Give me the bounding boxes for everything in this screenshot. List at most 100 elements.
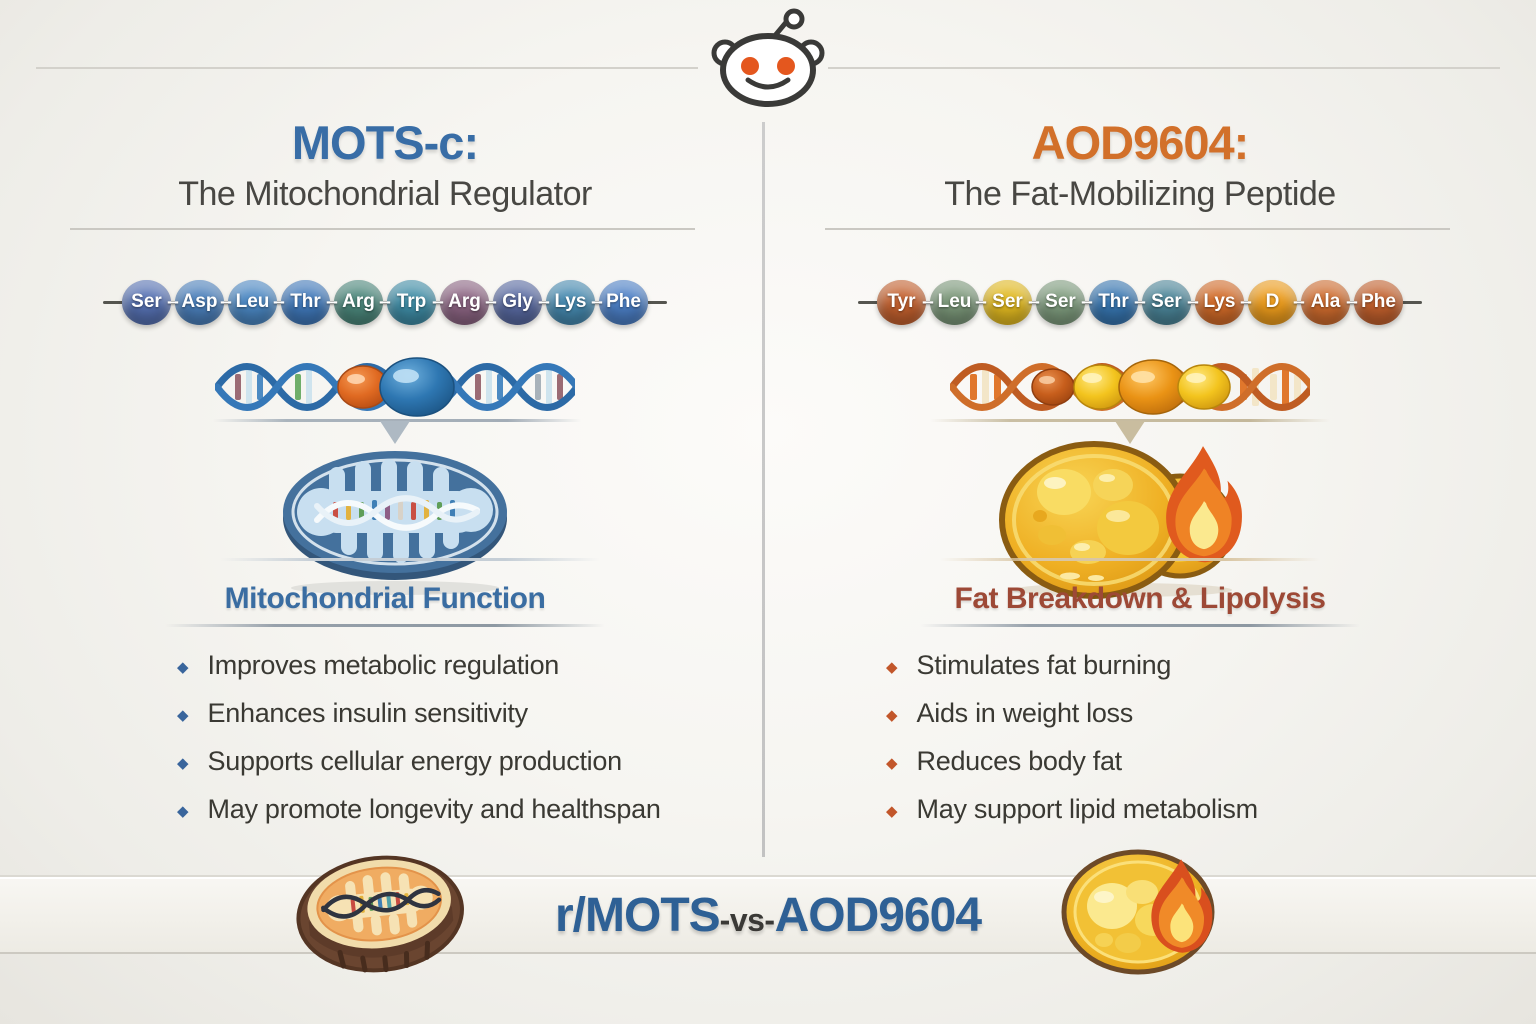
right-subtitle: The Fat-Mobilizing Peptide — [944, 175, 1336, 213]
footer-banner — [0, 875, 1536, 954]
diamond-bullet-icon: ◆ — [177, 803, 189, 820]
left-title: MOTS-c: — [291, 116, 479, 169]
right-pointer-arrow — [1115, 421, 1145, 444]
peptide-bond-dash: – — [220, 290, 232, 313]
aod9604-column: AOD9604: The Fat-Mobilizing Peptide Tyr … — [800, 110, 1480, 870]
list-item: ◆ Aids in weight loss — [886, 698, 1258, 729]
left-caption-underline — [165, 624, 605, 627]
header-divider-left — [36, 67, 698, 69]
left-caption: Mitochondrial Function — [224, 582, 546, 615]
diamond-bullet-icon: ◆ — [177, 707, 189, 724]
diamond-bullet-icon: ◆ — [177, 755, 189, 772]
amino-acid-bead: Thr — [1089, 279, 1138, 325]
diamond-bullet-icon: ◆ — [886, 803, 898, 820]
bullet-text: Improves metabolic regulation — [207, 650, 560, 680]
center-divider — [762, 122, 765, 857]
diamond-bullet-icon: ◆ — [886, 659, 898, 676]
amino-acid-bead: Leu — [228, 279, 277, 325]
amino-acid-bead: Thr — [281, 279, 330, 325]
bullet-text: May support lipid metabolism — [916, 794, 1259, 824]
diamond-bullet-icon: ◆ — [886, 707, 898, 724]
peptide-bond-dash: – — [485, 290, 497, 313]
mots-c-benefits-list: ◆ Improves metabolic regulation ◆ Enhanc… — [177, 650, 661, 842]
peptide-bond-dash: – — [1240, 290, 1252, 313]
amino-acid-bead: Gly — [493, 279, 542, 325]
amino-acid-bead: Ala — [1301, 279, 1350, 325]
blue-dna-helix-icon — [215, 357, 575, 417]
amino-acid-bead: Leu — [930, 279, 979, 325]
diamond-bullet-icon: ◆ — [177, 659, 189, 676]
left-subtitle: The Mitochondrial Regulator — [178, 175, 592, 213]
orange-dna-helix-icon — [950, 359, 1310, 415]
aod9604-peptide-chain: Tyr – Leu – Ser – Ser – Thr – Ser – Lys … — [800, 274, 1480, 330]
amino-acid-bead: D — [1248, 279, 1297, 325]
header-divider-right — [828, 67, 1500, 69]
amino-acid-bead: Phe — [1354, 279, 1403, 325]
bullet-text: Stimulates fat burning — [916, 650, 1172, 680]
amino-acid-bead: Phe — [599, 279, 648, 325]
right-caption-underline — [920, 624, 1360, 627]
list-item: ◆ Reduces body fat — [886, 746, 1258, 777]
peptide-bond-dash: – — [167, 290, 179, 313]
peptide-bond-dash: – — [432, 290, 444, 313]
peptide-bond-dash: – — [538, 290, 550, 313]
peptide-bond-dash: – — [1134, 290, 1146, 313]
mots-c-peptide-chain: Ser – Asp – Leu – Thr – Arg – Trp – Arg … — [45, 274, 725, 330]
list-item: ◆ Supports cellular energy production — [177, 746, 661, 777]
bullet-text: Aids in weight loss — [916, 698, 1134, 728]
right-caption: Fat Breakdown & Lipolysis — [954, 582, 1326, 615]
amino-acid-bead: Arg — [334, 279, 383, 325]
peptide-bond-dash: – — [591, 290, 603, 313]
list-item: ◆ May promote longevity and healthspan — [177, 794, 661, 825]
peptide-bond-dash: – — [1293, 290, 1305, 313]
mots-c-column: MOTS-c: The Mitochondrial Regulator Ser … — [45, 110, 725, 870]
subreddit-suffix: AOD9604 — [774, 889, 982, 942]
amino-acid-bead: Ser — [1036, 279, 1085, 325]
list-item: ◆ Improves metabolic regulation — [177, 650, 661, 681]
peptide-bond-dash: – — [1081, 290, 1093, 313]
fat-cell-flame-illustration — [999, 441, 1242, 599]
amino-acid-bead: Ser — [983, 279, 1032, 325]
bullet-text: Supports cellular energy production — [207, 746, 623, 776]
chain-wire — [103, 301, 667, 304]
peptide-bond-dash: – — [1187, 290, 1199, 313]
mitochondrion-illustration — [283, 451, 507, 595]
peptide-bond-dash: – — [1028, 290, 1040, 313]
right-pointer-line — [930, 419, 1330, 422]
subreddit-title: r/MOTS-vs-AOD9604 — [0, 888, 1536, 943]
peptide-bond-dash: – — [975, 290, 987, 313]
amino-acid-bead: Lys — [1195, 279, 1244, 325]
list-item: ◆ Stimulates fat burning — [886, 650, 1258, 681]
amino-acid-bead: Lys — [546, 279, 595, 325]
amino-acid-bead: Trp — [387, 279, 436, 325]
list-item: ◆ Enhances insulin sensitivity — [177, 698, 661, 729]
subreddit-vs: -vs- — [719, 902, 775, 938]
reddit-snoo-icon — [711, 8, 825, 107]
amino-acid-bead: Asp — [175, 279, 224, 325]
peptide-bond-dash: – — [273, 290, 285, 313]
left-ground-line — [220, 558, 600, 561]
amino-acid-bead: Ser — [1142, 279, 1191, 325]
bullet-text: Enhances insulin sensitivity — [207, 698, 529, 728]
bullet-text: Reduces body fat — [916, 746, 1123, 776]
amino-acid-bead: Tyr — [877, 279, 926, 325]
mitochondrion-badge-icon — [296, 855, 464, 973]
chain-wire — [858, 301, 1422, 304]
bullet-text: May promote longevity and healthspan — [207, 794, 661, 824]
left-title-underline — [70, 228, 695, 230]
aod9604-benefits-list: ◆ Stimulates fat burning ◆ Aids in weigh… — [886, 650, 1258, 842]
right-title: AOD9604: — [1031, 116, 1250, 169]
peptide-bond-dash: – — [922, 290, 934, 313]
peptide-bond-dash: – — [379, 290, 391, 313]
left-pointer-line — [213, 419, 581, 422]
subreddit-prefix: r/MOTS — [554, 889, 721, 942]
right-title-underline — [825, 228, 1450, 230]
peptide-bond-dash: – — [326, 290, 338, 313]
list-item: ◆ May support lipid metabolism — [886, 794, 1258, 825]
amino-acid-bead: Arg — [440, 279, 489, 325]
left-pointer-arrow — [380, 421, 410, 444]
diamond-bullet-icon: ◆ — [886, 755, 898, 772]
fat-cell-flame-badge-icon — [1061, 849, 1215, 975]
amino-acid-bead: Ser — [122, 279, 171, 325]
